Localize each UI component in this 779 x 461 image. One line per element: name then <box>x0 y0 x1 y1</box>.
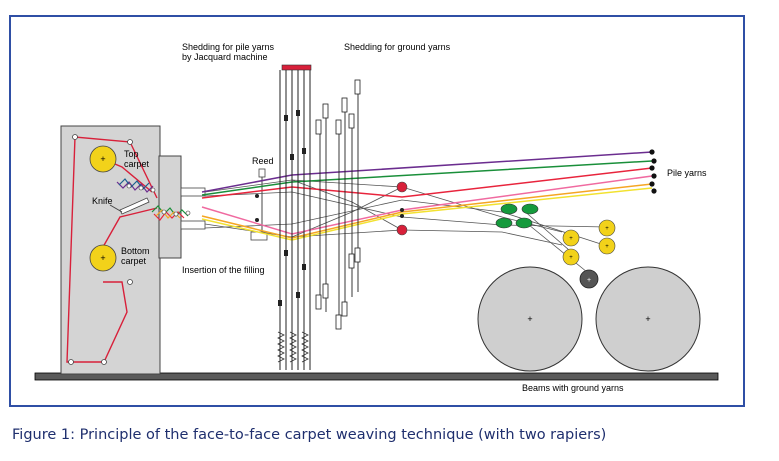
svg-text:+: + <box>569 236 573 242</box>
yellow-guide-rollers <box>562 219 616 266</box>
svg-text:+: + <box>569 255 573 261</box>
label-reed: Reed <box>252 156 274 166</box>
heddle-frames <box>315 79 361 330</box>
loom-head <box>158 155 182 259</box>
press-roller <box>579 269 599 289</box>
pile-yarn-ends <box>649 149 657 194</box>
figure-caption: Figure 1: Principle of the face-to-face … <box>12 427 607 443</box>
svg-text:+: + <box>100 253 105 263</box>
svg-text:+: + <box>587 277 591 284</box>
bottom-carpet-path <box>66 136 158 363</box>
pile-yarn-orange <box>201 183 653 239</box>
harness-eyes <box>278 110 306 306</box>
label-bottom-carpet-2: carpet <box>121 256 147 266</box>
shed-separators <box>255 181 408 236</box>
harness-springs <box>277 331 309 363</box>
label-top-carpet-2: carpet <box>124 159 150 169</box>
bottom-carpet-lead <box>102 207 158 248</box>
svg-text:+: + <box>100 154 105 164</box>
pile-yarn-yellow <box>201 187 653 241</box>
svg-text:+: + <box>605 226 609 232</box>
knife-icon <box>109 197 150 215</box>
svg-text:+: + <box>527 314 532 324</box>
upper-rapier <box>180 187 206 197</box>
label-shedding-ground: Shedding for ground yarns <box>344 42 451 52</box>
label-shedding-pile: Shedding for pile yarns <box>182 42 275 52</box>
green-rollers <box>495 203 539 229</box>
label-beams: Beams with ground yarns <box>522 383 624 393</box>
label-insertion: Insertion of the filling <box>182 265 265 275</box>
label-shedding-pile-2: by Jacquard machine <box>182 52 268 62</box>
pile-yarn-red <box>201 167 653 199</box>
ground-yarn-beams: + + + <box>477 266 701 372</box>
rapiers <box>180 187 206 230</box>
label-pile-yarns: Pile yarns <box>667 168 707 178</box>
label-bottom-carpet-1: Bottom <box>121 246 150 256</box>
label-knife: Knife <box>92 196 113 206</box>
jacquard-bar <box>281 64 312 71</box>
beam-right <box>595 266 701 372</box>
guide-pulleys <box>68 134 133 365</box>
svg-text:+: + <box>605 244 609 250</box>
floor-bar <box>34 372 719 381</box>
weaving-diagram: + + <box>34 42 719 393</box>
pile-yarn-pink <box>201 175 653 235</box>
label-top-carpet-1: Top <box>124 149 139 159</box>
filling-picks <box>126 183 191 217</box>
svg-text:+: + <box>645 314 650 324</box>
lower-rapier <box>180 220 206 230</box>
beam-left <box>477 266 583 372</box>
bottom-carpet-roller: + <box>89 244 117 272</box>
top-carpet-roller: + <box>89 145 117 173</box>
jacquard-harness <box>279 64 312 370</box>
diagram-frame: + + <box>9 15 745 407</box>
